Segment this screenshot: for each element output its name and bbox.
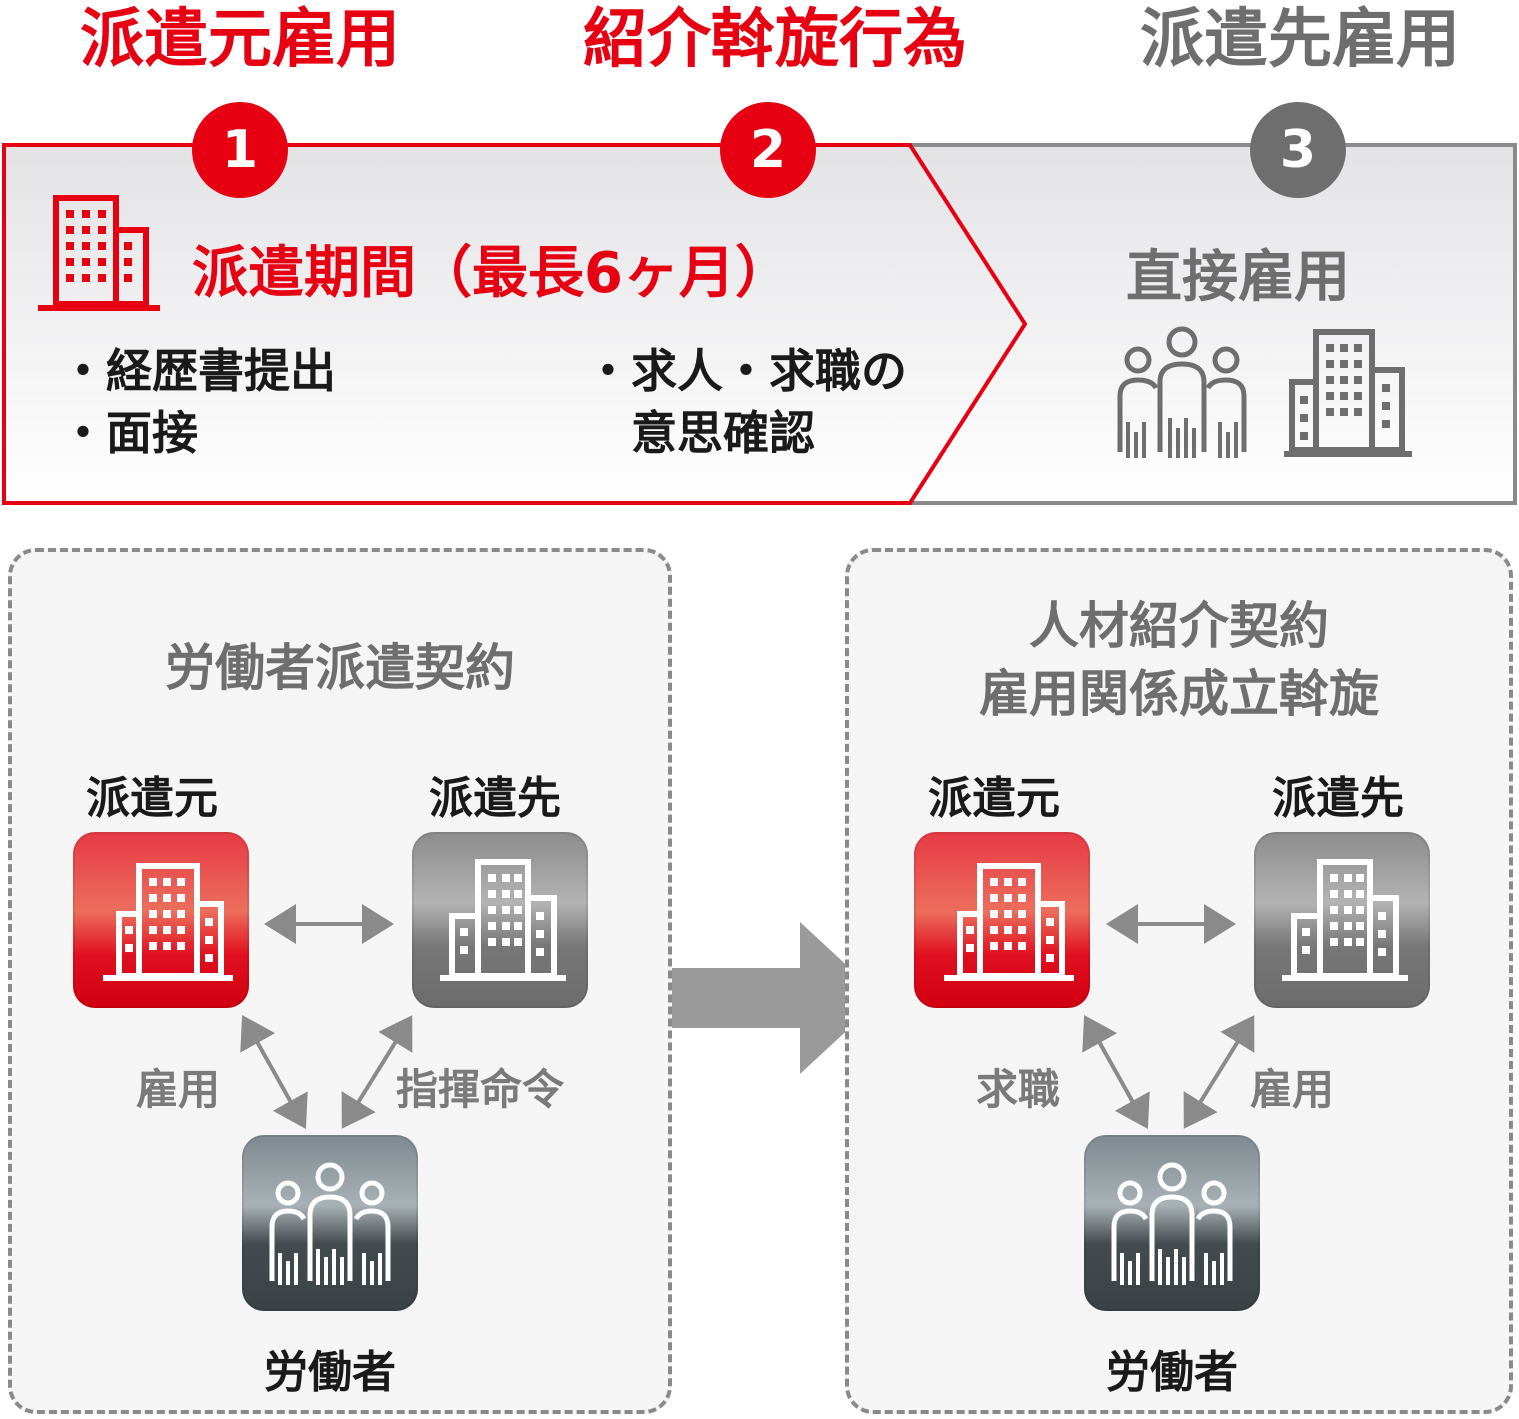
left-relation-arrows <box>240 904 413 1129</box>
right-employment-label: 雇用 <box>1250 1065 1335 1114</box>
people-icon <box>1111 1162 1233 1285</box>
worker-dispatch-contract-title: 労働者派遣契約 <box>165 639 515 697</box>
stage-1-title: 派遣元雇用 <box>80 3 400 77</box>
building-icon <box>1284 329 1412 457</box>
bullet-interview: ・面接 <box>60 406 198 460</box>
left-worker-label: 労働者 <box>264 1347 396 1398</box>
right-client-tile <box>1254 832 1430 1008</box>
left-dispatcher-tile <box>73 832 249 1008</box>
building-icon <box>38 195 160 311</box>
right-dispatcher-tile <box>914 832 1090 1008</box>
right-dispatcher-label: 派遣元 <box>928 773 1060 824</box>
right-job-seeking-label: 求職 <box>976 1065 1061 1114</box>
stage-2-title: 紹介斡旋行為 <box>583 3 967 77</box>
left-command-label: 指揮命令 <box>396 1065 565 1114</box>
step-3-badge: 3 <box>1250 102 1346 198</box>
bullet-intent-line2: 意思確認 <box>585 406 815 460</box>
direct-employment-title: 直接雇用 <box>1126 245 1350 310</box>
building-icon <box>944 863 1074 981</box>
double-arrow-icon <box>1183 1015 1255 1129</box>
left-employment-label: 雇用 <box>136 1065 221 1114</box>
double-arrow-icon <box>341 1015 413 1129</box>
step-1-badge: 1 <box>192 102 288 198</box>
building-icon <box>103 863 233 981</box>
arrow-right-icon <box>672 922 882 1074</box>
employment-mediation-title: 雇用関係成立斡旋 <box>979 665 1379 723</box>
process-banner <box>2 143 1517 505</box>
right-client-label: 派遣先 <box>1272 773 1404 824</box>
right-relation-arrows <box>1082 904 1255 1129</box>
double-arrow-icon <box>240 1015 308 1129</box>
left-client-label: 派遣先 <box>429 773 561 824</box>
right-worker-label: 労働者 <box>1106 1347 1238 1398</box>
building-icon <box>440 859 566 981</box>
dispatch-period-title: 派遣期間（最長6ヶ月） <box>192 241 791 306</box>
people-icon <box>1117 326 1247 458</box>
bullet-resume: ・経歴書提出 <box>60 344 336 398</box>
stage-3-title: 派遣先雇用 <box>1140 3 1460 77</box>
right-worker-tile <box>1084 1135 1260 1311</box>
building-icon <box>1282 859 1408 981</box>
bullet-intent-line1: ・求人・求職の <box>585 344 907 398</box>
left-dispatcher-label: 派遣元 <box>86 773 218 824</box>
placement-contract-title: 人材紹介契約 <box>1029 597 1329 655</box>
step-2-badge: 2 <box>720 102 816 198</box>
double-arrow-icon <box>1082 1015 1150 1129</box>
left-worker-tile <box>242 1135 418 1311</box>
left-client-tile <box>412 832 588 1008</box>
people-icon <box>269 1162 391 1285</box>
